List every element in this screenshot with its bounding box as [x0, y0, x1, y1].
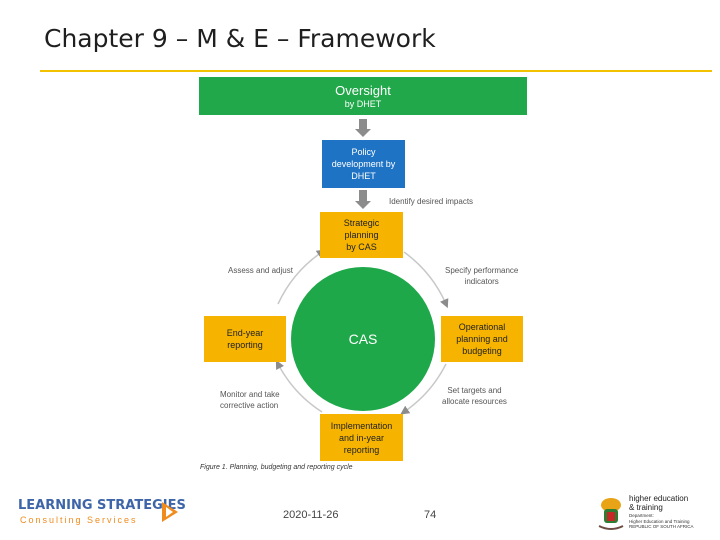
slide-title: Chapter 9 – M & E – Framework	[44, 24, 436, 53]
dhet-logo-subtitle: Department: Higher Education and Trainin…	[629, 513, 694, 529]
specify-indicators-label: Specify performance indicators	[445, 266, 519, 286]
down-arrow-policy-to-strategic	[355, 190, 371, 209]
policy-development-box: Policy development by DHET	[322, 140, 405, 188]
logo-left-line2: Consulting Services	[20, 515, 138, 525]
cas-center-circle: CAS	[291, 267, 435, 411]
dhet-logo-title: higher education & training	[629, 494, 689, 512]
operational-planning-box: Operational planning and budgeting	[441, 316, 523, 362]
assess-adjust-label: Assess and adjust	[228, 266, 293, 275]
strategic-planning-box: Strategic planning by CAS	[320, 212, 403, 258]
coat-of-arms-icon	[598, 498, 624, 530]
oversight-title: Oversight	[335, 82, 391, 98]
identify-impacts-label: Identify desired impacts	[389, 197, 474, 206]
end-year-reporting-box: End-year reporting	[204, 316, 286, 362]
oversight-subtitle: by DHET	[344, 98, 382, 109]
play-arrow-icon	[162, 502, 178, 522]
footer-date: 2020-11-26	[283, 509, 339, 521]
cycle-arc-bottom-right	[400, 363, 447, 415]
implementation-box: Implementation and in-year reporting	[320, 414, 403, 461]
oversight-box: Oversight by DHET	[199, 77, 527, 115]
title-underline	[40, 70, 712, 72]
down-arrow-oversight-to-policy	[355, 119, 371, 137]
cycle-arc-bottom-left	[275, 360, 323, 413]
figure-caption: Figure 1. Planning, budgeting and report…	[200, 464, 353, 471]
set-targets-label: Set targets and allocate resources	[442, 386, 507, 406]
learning-strategies-logo: LEARNING STRATEGIES Consulting Services	[18, 498, 186, 528]
monitor-corrective-label: Monitor and take corrective action	[220, 390, 280, 410]
cycle-arc-top-left	[277, 249, 326, 305]
cas-center-label: CAS	[348, 331, 378, 347]
dhet-logo: higher education & training Department: …	[596, 494, 714, 534]
footer-page-number: 74	[424, 509, 437, 521]
logo-left-line1: LEARNING STRATEGIES	[18, 498, 186, 513]
cycle-arc-top-right	[403, 251, 449, 309]
